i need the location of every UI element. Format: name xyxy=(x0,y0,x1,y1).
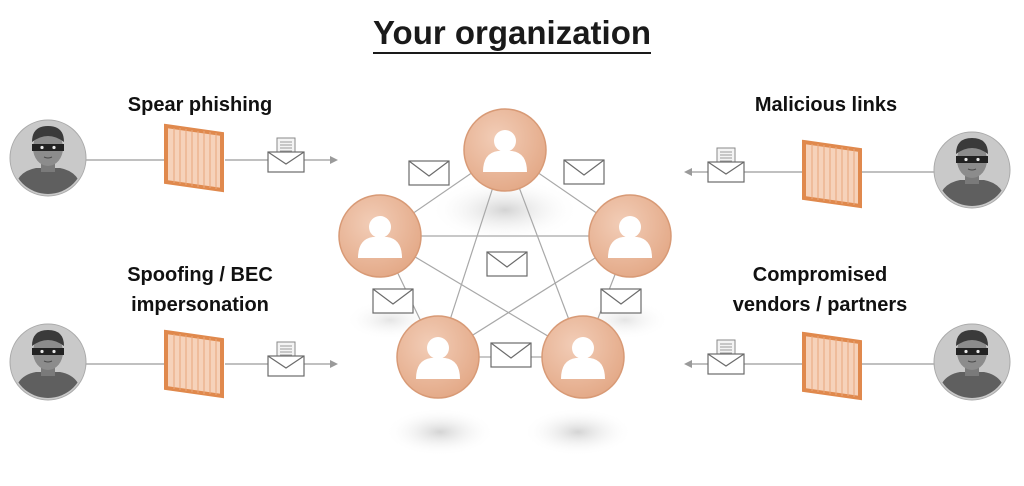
label-compromised-line1: Compromised xyxy=(752,264,888,286)
label-spoofing-line2: impersonation xyxy=(131,294,269,316)
envelope-icon xyxy=(486,251,528,277)
label-malicious-links: Malicious links xyxy=(754,94,898,116)
org-node-bottom-left xyxy=(396,315,480,399)
firewall-icon xyxy=(802,140,862,208)
document-envelope-icon xyxy=(267,341,305,377)
label-spear-phishing: Spear phishing xyxy=(127,94,273,116)
label-compromised: Compromised vendors / partners xyxy=(690,260,950,320)
threat-malicious-links xyxy=(684,132,1010,208)
firewall-icon xyxy=(164,124,224,192)
threat-spear-phishing xyxy=(10,120,338,196)
firewall-icon xyxy=(802,332,862,400)
label-compromised-line2: vendors / partners xyxy=(732,294,908,316)
envelope-icon xyxy=(372,288,414,314)
masked-attacker-icon xyxy=(934,324,1010,400)
threat-compromised-vendors xyxy=(684,324,1010,400)
document-envelope-icon xyxy=(707,339,745,375)
masked-attacker-icon xyxy=(10,324,86,400)
org-node-bottom-right xyxy=(541,315,625,399)
masked-attacker-icon xyxy=(10,120,86,196)
org-node-right xyxy=(588,194,672,278)
threat-spoofing-bec xyxy=(10,324,338,400)
envelope-icon xyxy=(600,288,642,314)
label-spoofing-line1: Spoofing / BEC xyxy=(127,264,273,286)
document-envelope-icon xyxy=(707,147,745,183)
masked-attacker-icon xyxy=(934,132,1010,208)
label-spoofing: Spoofing / BEC impersonation xyxy=(80,260,320,320)
envelope-icon xyxy=(490,342,532,368)
org-node-left xyxy=(338,194,422,278)
envelope-icon xyxy=(563,159,605,185)
firewall-icon xyxy=(164,330,224,398)
document-envelope-icon xyxy=(267,137,305,173)
diagram-title: Your organization xyxy=(0,14,1024,54)
org-node-top xyxy=(463,108,547,192)
envelope-icon xyxy=(408,160,450,186)
